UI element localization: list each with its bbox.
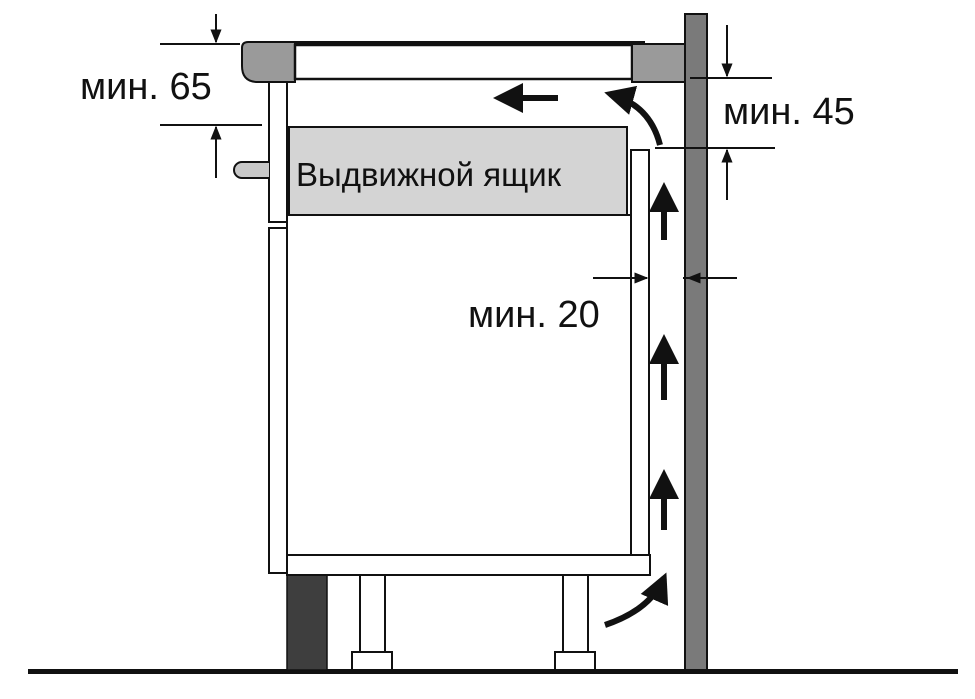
drawer-front — [268, 81, 288, 223]
label-wall-gap-side: мин. 20 — [468, 294, 600, 336]
cabinet-front-door — [268, 227, 288, 574]
drawer-handle — [233, 161, 269, 179]
plinth-panel — [286, 574, 328, 671]
hob-glass-top — [295, 41, 645, 46]
airflow-arrows — [493, 83, 679, 628]
cabinet-bottom — [286, 554, 651, 576]
floor-line — [28, 669, 958, 674]
cabinet-legs — [351, 574, 596, 671]
hob-left-edge — [241, 41, 296, 83]
drawer — [288, 126, 628, 216]
dimension-wall-gap-top — [655, 25, 775, 200]
airflow-curved-arrow-icon — [604, 85, 663, 146]
airflow-curved-arrow-icon — [604, 572, 669, 628]
label-top-gap: мин. 65 — [80, 66, 212, 108]
cabinet-body — [286, 214, 632, 556]
cabinet-back-panel — [630, 149, 650, 556]
hob-body — [293, 43, 634, 81]
drawer-label: Выдвижной ящик — [296, 156, 562, 193]
label-wall-gap-top: мин. 45 — [723, 91, 855, 133]
dimension-top-gap — [160, 14, 262, 178]
wall — [684, 13, 708, 671]
hob-right-edge — [631, 43, 686, 83]
